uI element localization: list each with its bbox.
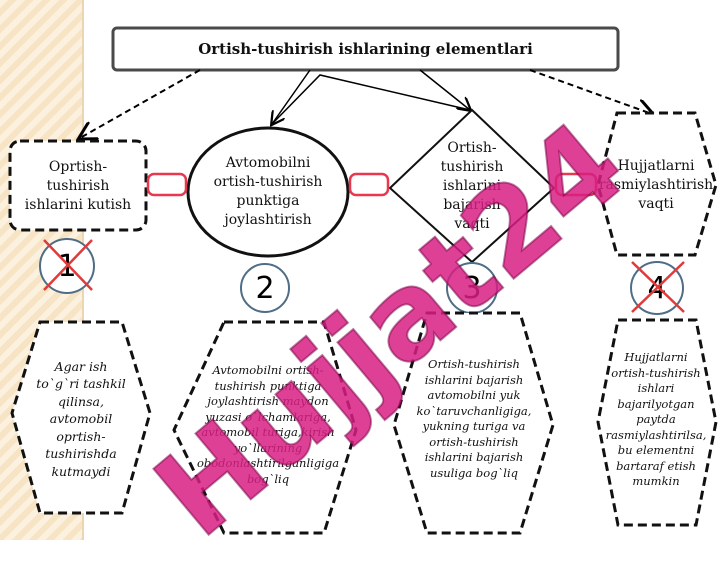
arrow-to-node-3	[419, 69, 470, 110]
cross-overlay	[43, 239, 685, 313]
detail-1-text: Agar ish to`g`ri tashkil qilinsa, avtomo…	[36, 358, 126, 479]
connector-1-2	[146, 172, 188, 197]
detail-4-text: Hujjatlarni ortish-tushirish ishlari baj…	[605, 350, 707, 489]
node-3-label: Ortish-tushirish ishlarini bajarish vaqt…	[440, 139, 504, 232]
detail-hexagon-2	[172, 320, 358, 535]
number-circle-2	[240, 263, 290, 313]
detail-hexagon-3	[392, 311, 555, 535]
detail-3-text: Ortish-tushirish ishlarini bajarish avto…	[416, 357, 532, 480]
number-2: 2	[255, 270, 275, 306]
diagram-title: Ortish-tushirish ishlarining elementlari	[198, 40, 533, 58]
arrow-to-node-4	[529, 69, 652, 114]
node-4-hexagon	[596, 111, 718, 257]
node-4-label: Hujjatlarni rasmiylashtirish vaqti	[598, 157, 714, 212]
node-2-label: Avtomobilni ortish-tushirish punktiga jo…	[213, 155, 323, 228]
arrow-branch-peak	[271, 74, 471, 125]
cross-mark-1	[43, 239, 93, 291]
arrow-to-node-2	[272, 69, 311, 124]
connector-3-4	[554, 172, 598, 197]
cross-mark-4	[631, 261, 685, 313]
detail-2-text: Avtomobilni ortish-tushirish punktiga jo…	[196, 363, 340, 486]
node-1-box	[8, 139, 148, 232]
number-3: 3	[462, 270, 482, 306]
node-1-label: Oprtish-tushirish ishlarini kutish	[24, 158, 132, 213]
connector-2-3	[348, 172, 390, 197]
detail-hexagon-1	[10, 320, 152, 515]
title-box	[111, 26, 620, 72]
arrow-to-node-1	[80, 69, 201, 138]
detail-hexagon-4	[596, 318, 718, 527]
node-2-ellipse	[186, 126, 350, 258]
